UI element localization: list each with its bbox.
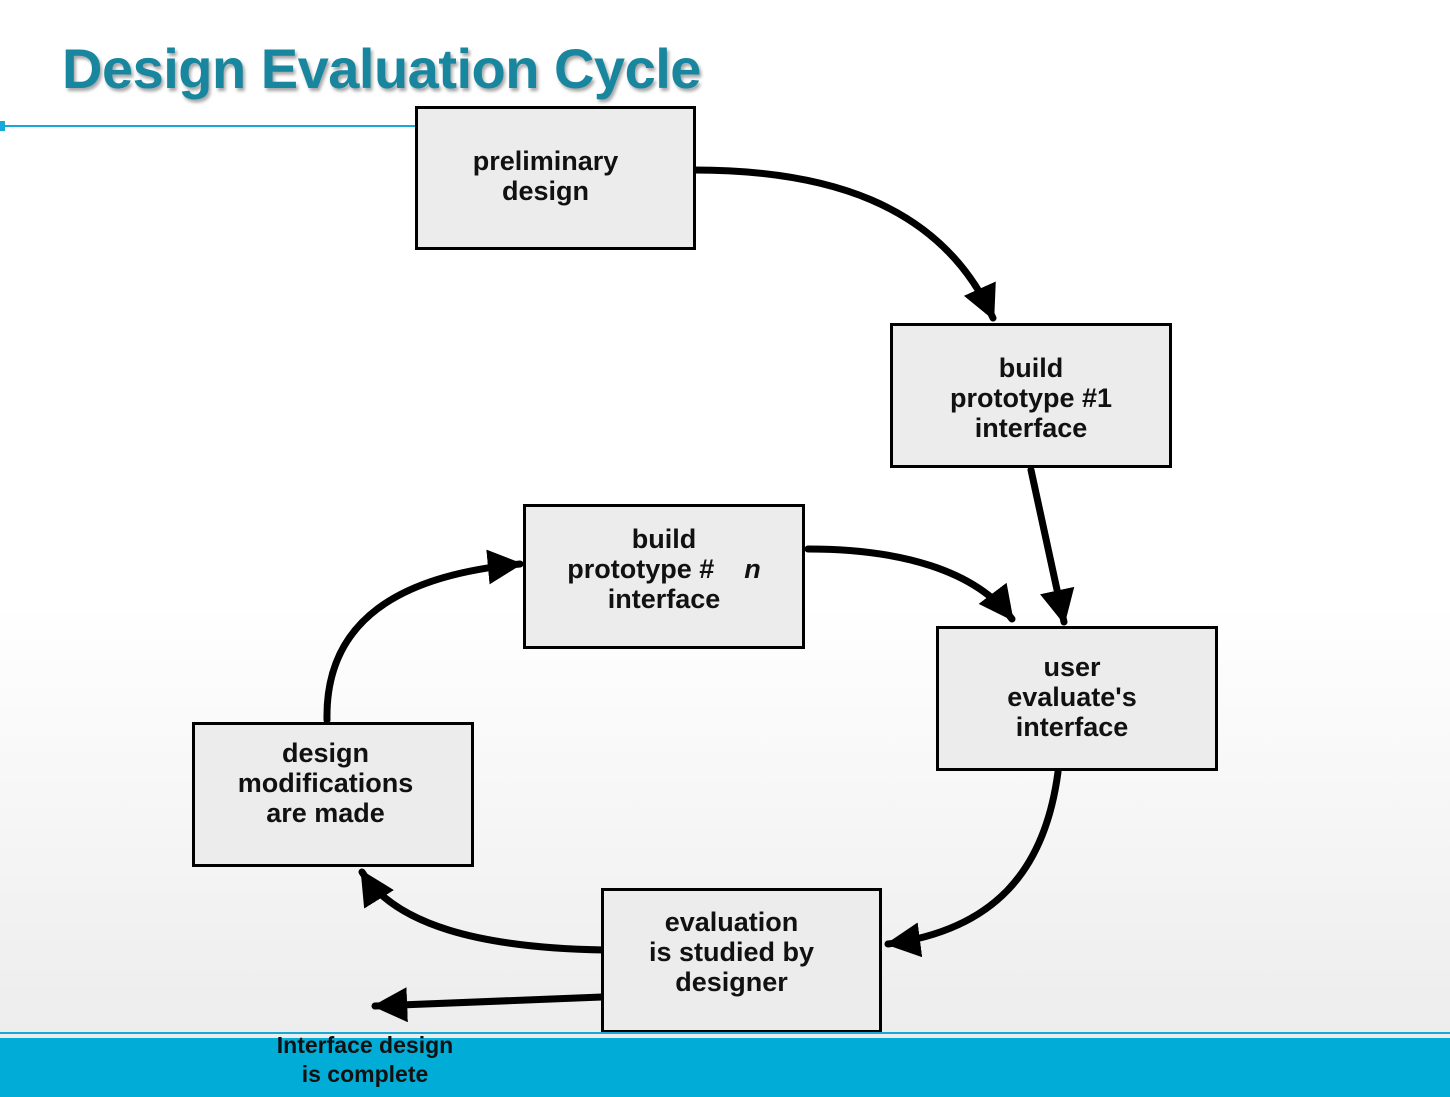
arrow-modifications-to-prototypeN	[323, 549, 524, 724]
slide-title: Design Evaluation Cycle	[62, 37, 701, 100]
evaluation-studied-box: evaluation is studied by designer	[601, 888, 882, 1033]
user-evaluates-box: user evaluate's interface	[936, 626, 1218, 771]
title-underline	[0, 125, 418, 127]
design-complete-label: Interface design is complete	[276, 1032, 454, 1087]
arrow-preliminary-to-prototype1	[690, 166, 997, 322]
arrow-studied-to-complete	[371, 987, 606, 1023]
arrow-prototype1-to-user-eval	[1027, 466, 1075, 626]
design-modifications-box: design modifications are made	[192, 722, 474, 867]
arrow-user-eval-to-studied	[884, 768, 1062, 958]
build-prototype-1-label: build prototype #1 interface	[949, 353, 1113, 443]
evaluation-studied-label: evaluation is studied by designer	[648, 907, 815, 997]
user-evaluates-label: user evaluate's interface	[1007, 652, 1137, 742]
preliminary-design-box: preliminary design	[415, 106, 696, 250]
arrow-prototypeN-to-user-eval	[804, 545, 1016, 623]
build-prototype-1-box: build prototype #1 interface	[890, 323, 1172, 468]
design-modifications-label: design modifications are made	[237, 738, 414, 828]
preliminary-design-label: preliminary design	[472, 146, 619, 206]
arrow-studied-to-modifications	[358, 868, 609, 954]
title-underline-tick	[0, 121, 5, 131]
footer-line	[0, 1032, 1450, 1034]
build-prototype-n-label: build prototype # n interface	[567, 524, 761, 614]
footer-band	[0, 1038, 1450, 1097]
build-prototype-n-box: build prototype # n interface	[523, 504, 805, 649]
